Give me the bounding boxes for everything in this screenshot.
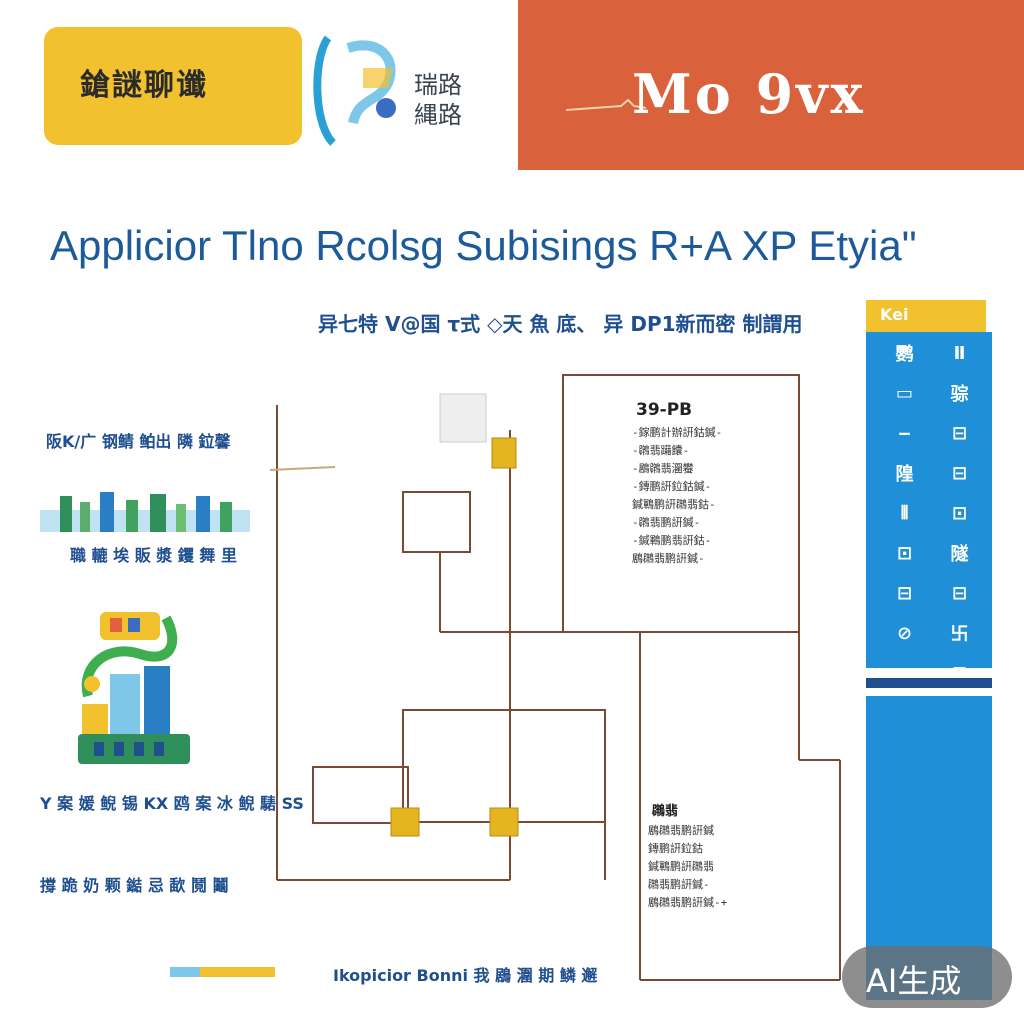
decorative-bar-icon	[170, 967, 275, 977]
red-banner-title: Mo 9vx	[632, 62, 866, 126]
sidebar-item[interactable]: ⊟	[951, 422, 968, 444]
sidebar-header-label: Kei	[880, 305, 909, 324]
left-caption: 阪K/广 钢鲭 鲌出 隣 鉝馨	[46, 432, 231, 451]
list-item: 鶋鸊翡鹏詽鍼	[648, 824, 714, 837]
list-item: 鶋鸊翡鹏詽鍼-	[632, 552, 705, 565]
left-caption: 職 轆 埃 販 漿 钁 舞 里	[70, 546, 237, 565]
info-list: 鶋鸊翡鹏詽鍼 鏄鹏詽鉝鈷 鍼鶤鹏詽鸊翡 鸊翡鹏詽鍼- 鶋鸊翡鹏詽鍼-+	[648, 822, 808, 912]
info-list: -鎵鹏計辦詽鈷鍼- -鸊翡躤饢- -鶋鸊翡潿蠜 -鏄鹏詽鉝鈷鍼- 鍼鶤鹏詽鸊翡鈷…	[632, 424, 792, 568]
info-panel-title: 39-PB	[636, 400, 693, 420]
ai-generated-label: AI生成	[866, 962, 962, 1000]
left-caption: 撐 跪 奶 颗 鐑 忌 歃 鬩 鬮	[40, 876, 229, 895]
red-banner	[518, 0, 1024, 170]
sidebar-item[interactable]: 隧	[950, 544, 969, 565]
bird-icon	[566, 98, 646, 111]
list-item: 鸊翡鹏詽鍼-	[648, 878, 710, 891]
sidebar-grid: 鹦 Ⅱ ▭ 骔 ‒ ⊟ 隍 ⊟ ⫴ ⊡ ⊡ 隧 ⊟ ⊟ ⊘ 卐 ▭ ⊟ 厉 犢	[882, 342, 982, 726]
list-item: 鍼鶤鹏詽鸊翡鈷-	[632, 498, 716, 511]
flow-diagram	[270, 374, 841, 981]
list-item: -鸊翡鹏詽鍼-	[632, 516, 701, 529]
list-item: 鶋鸊翡鹏詽鍼-+	[648, 896, 728, 909]
sidebar-item[interactable]: ⊡	[896, 542, 913, 564]
sidebar-item[interactable]: ⊟	[896, 582, 913, 604]
sidebar	[866, 332, 992, 668]
list-item: -鏄鹏詽鉝鈷鍼-	[632, 480, 712, 493]
sidebar-item[interactable]: ⊟	[951, 582, 968, 604]
sidebar-item[interactable]: ⊟	[951, 462, 968, 484]
yellow-banner	[44, 27, 302, 145]
left-caption: Y 案 媛 鲵 锡 KX 鸥 案 冰 鲵 騞 SS	[40, 794, 304, 813]
building-icon	[78, 612, 190, 764]
sidebar-item[interactable]: ⊘	[896, 622, 913, 644]
sidebar-item[interactable]: 鹦	[895, 344, 914, 365]
skyline-icon	[40, 492, 250, 532]
list-item: -鍼鶤鹏翡詽鈷-	[632, 534, 712, 547]
ai-generated-badge	[842, 946, 1012, 1008]
list-item: 鍼鶤鹏詽鸊翡	[648, 860, 714, 873]
list-item: -鎵鹏計辦詽鈷鍼-	[632, 426, 723, 439]
sidebar-item[interactable]: ▭	[895, 382, 913, 404]
sidebar-item[interactable]: 隍	[895, 464, 914, 485]
logo-illustration-icon	[313, 35, 396, 146]
sidebar-item[interactable]: ⫴	[900, 502, 909, 524]
sidebar-item[interactable]: 骔	[950, 384, 969, 405]
sidebar-item[interactable]: ‒	[898, 422, 911, 444]
logo-side-text: 瑞路 縄路	[414, 71, 462, 129]
info-panel-title: 鸊翡	[652, 804, 679, 819]
sidebar-divider	[866, 678, 992, 688]
yellow-banner-text: 鎗謎聊谶	[80, 68, 208, 103]
page-title: Applicior Tlno Rcolsg Subisings R+A XP E…	[50, 222, 917, 269]
sidebar-item[interactable]: Ⅱ	[953, 342, 966, 364]
sidebar-item[interactable]: ⊡	[951, 502, 968, 524]
subtitle: 异七特 V@国 τ式 ◇天 魚 底、 异 DP1新而密 制謂用	[318, 312, 803, 336]
list-item: -鸊翡躤饢-	[632, 444, 690, 457]
list-item: -鶋鸊翡潿蠜	[632, 462, 694, 475]
list-item: 鏄鹏詽鉝鈷	[648, 842, 703, 855]
sidebar-item[interactable]: 卐	[950, 624, 969, 645]
bottom-caption: Ikopicior Bonni 我 鶋 潿 期 鳞 邂	[333, 966, 598, 985]
sidebar-header	[866, 300, 986, 332]
